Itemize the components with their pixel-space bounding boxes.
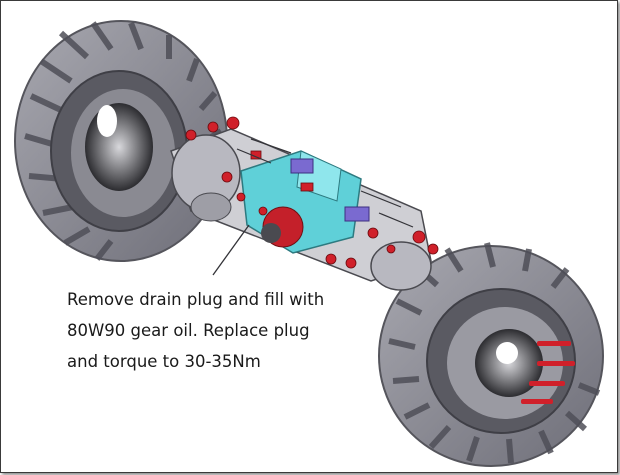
left-tire-icon	[14, 20, 228, 262]
callout-line-2: 80W90 gear oil. Replace plug	[67, 321, 310, 340]
drive-axle-icon	[170, 116, 439, 291]
right-tire-icon	[378, 242, 604, 467]
callout-line-3: and torque to 30-35Nm	[67, 352, 261, 371]
leader-line-icon	[212, 224, 250, 276]
drain-plug-callout: Remove drain plug and fill with 80W90 ge…	[67, 284, 367, 377]
callout-line-1: Remove drain plug and fill with	[67, 290, 325, 309]
